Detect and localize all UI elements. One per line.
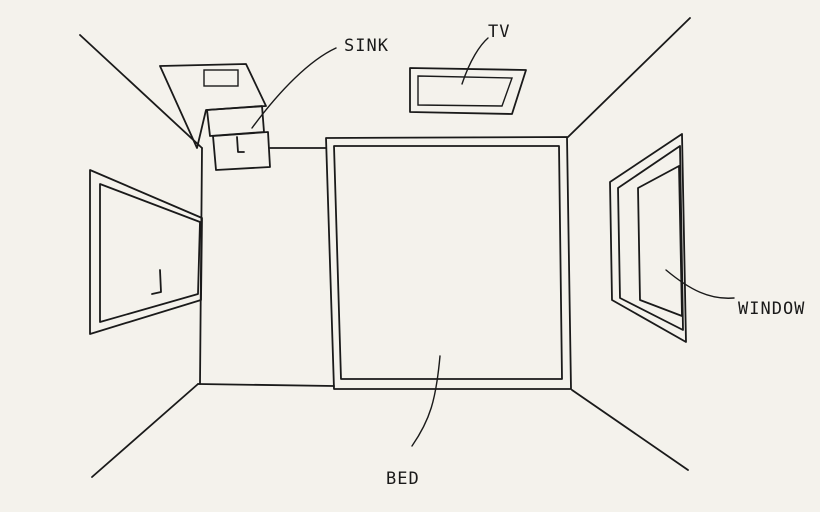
door-outer-frame [89,169,203,335]
window-outer-frame [609,133,687,343]
wall-edge-bottom-left [91,383,199,478]
bed-leader-line [411,355,441,447]
wall-edge-top-right [567,17,691,138]
sink-faucet [236,136,245,153]
window-label: WINDOW [738,299,805,319]
bed-frame [325,136,572,390]
tv-label: TV [488,22,510,42]
window [609,133,687,343]
room-walls [79,17,691,478]
window-glass [637,165,683,317]
window-leader-line [665,269,735,299]
sink-basin [212,131,271,171]
bed [325,136,572,390]
tv-screen [417,75,513,107]
back-wall-bottom-edge [197,383,335,387]
door [89,169,203,335]
door-inner-frame [99,183,201,323]
door-handle [151,269,162,295]
sink-leader-line [251,47,337,129]
tv [409,67,527,115]
sink-label: SINK [344,36,389,56]
sink-mirror [203,69,239,87]
window-inner-frame [617,145,684,331]
wall-edge-bottom-right [571,389,689,471]
wall-edge-top-left [79,34,203,149]
leader-lines [251,37,735,447]
tv-frame [409,67,527,115]
sink-cabinet-front [206,105,265,137]
sink [159,63,271,171]
tv-leader-line [461,37,489,85]
bed-label: BED [386,469,420,489]
bed-mattress [333,145,563,380]
